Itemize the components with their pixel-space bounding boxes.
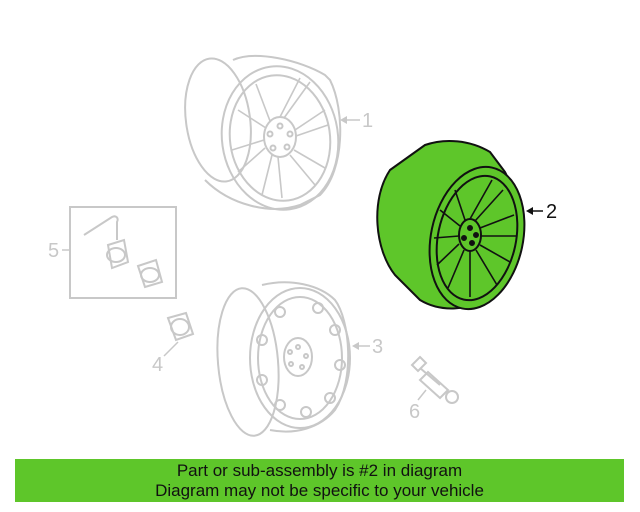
banner-line-disclaimer: Diagram may not be specific to your vehi… [155, 481, 484, 500]
callout-4: 4 [152, 354, 163, 376]
callout-6: 6 [409, 401, 420, 423]
callout-3-arrow [352, 342, 359, 350]
part-6-valve-stem[interactable] [410, 355, 459, 404]
callout-1-arrow [340, 116, 347, 124]
callout-6-leader [417, 389, 427, 401]
callout-3: 3 [372, 336, 383, 358]
part-5-lock-kit[interactable] [69, 206, 177, 299]
callout-5: 5 [48, 240, 59, 262]
part-2-highlighted-wheel[interactable] [376, 140, 537, 318]
highlight-info-banner: Part or sub-assembly is #2 in diagram Di… [15, 459, 624, 502]
callout-2: 2 [546, 201, 557, 223]
part-3-spare-wheel[interactable] [212, 281, 351, 438]
part-4-lug-nut[interactable] [166, 311, 195, 342]
callout-2-arrow [526, 207, 533, 215]
callout-4-leader [163, 341, 179, 357]
banner-line-part-number: Part or sub-assembly is #2 in diagram [176, 461, 463, 480]
callout-1: 1 [362, 110, 373, 132]
part-1-alloy-wheel[interactable] [178, 54, 348, 217]
